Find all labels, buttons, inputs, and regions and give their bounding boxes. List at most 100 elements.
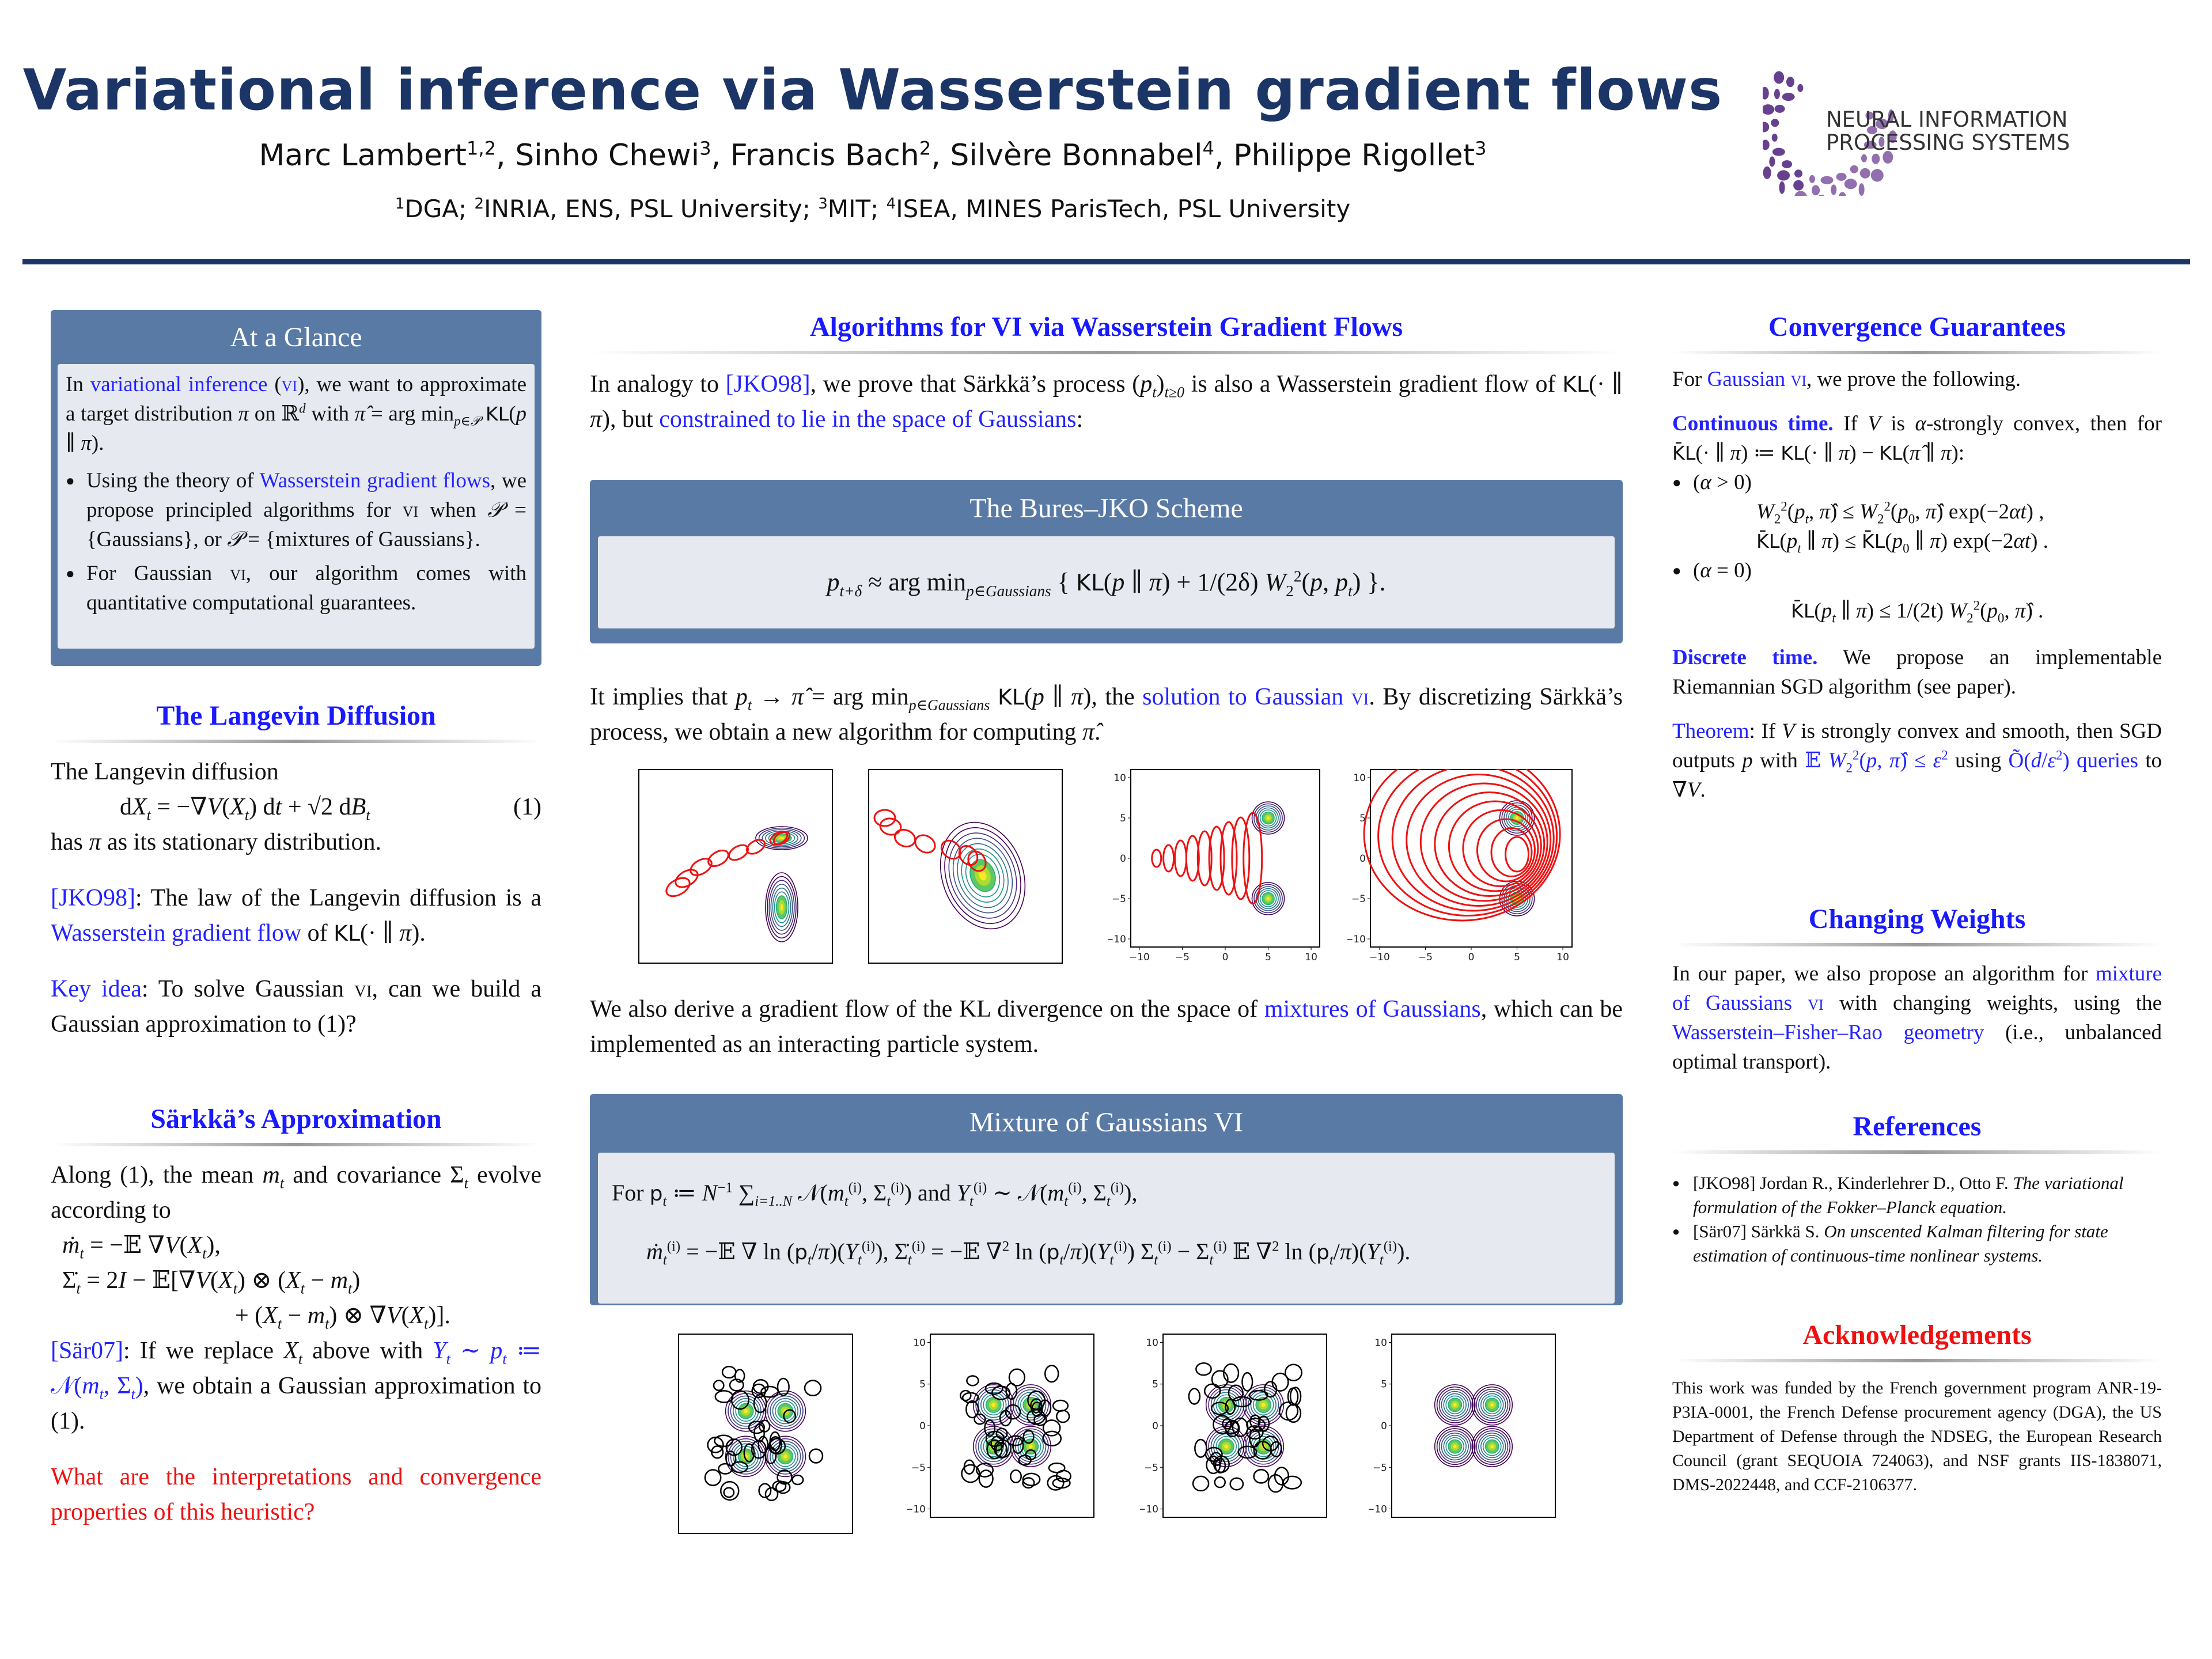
particle-ellipse — [1044, 1365, 1059, 1383]
link-text[interactable]: queries — [2069, 749, 2138, 772]
link-text[interactable]: ( — [2024, 749, 2031, 772]
text-segment: . — [1700, 778, 1706, 802]
link-text[interactable]: ) — [135, 1373, 143, 1399]
text-segment: p — [1786, 529, 1798, 553]
text-segment: − Σ — [1171, 1238, 1210, 1264]
link-text[interactable]: 𝔼 — [1805, 749, 1828, 772]
target-contour — [983, 1435, 1005, 1457]
text-segment: t — [277, 1315, 282, 1332]
link-text[interactable]: W — [1828, 749, 1846, 772]
link-text[interactable]: 2 — [1846, 760, 1853, 775]
link-text[interactable]: Discrete time. — [1672, 646, 1818, 669]
at-a-glance-box: At a Glance In variational inference (vi… — [51, 310, 541, 666]
link-text[interactable]: ∼ — [450, 1338, 491, 1364]
link-text[interactable]: ( — [1859, 749, 1866, 772]
logo-dot — [1763, 139, 1770, 150]
text-segment: t — [146, 806, 151, 824]
link-text[interactable]: t — [446, 1350, 450, 1368]
link-text[interactable]: p — [1866, 749, 1877, 772]
link-text[interactable]: [Sär07] — [51, 1338, 123, 1364]
link-text[interactable]: vi — [1351, 684, 1369, 710]
link-text[interactable]: t — [502, 1350, 507, 1368]
link-text[interactable]: ) — [2062, 749, 2070, 772]
link-text[interactable]: 2 — [2055, 748, 2063, 763]
link-text[interactable]: t — [131, 1385, 135, 1403]
text-segment: t — [844, 1194, 849, 1209]
link-text[interactable]: 2 — [1941, 748, 1948, 763]
link-text[interactable]: , — [1877, 749, 1889, 772]
link-text[interactable]: p — [490, 1338, 503, 1364]
target-contour — [770, 1441, 801, 1472]
link-text[interactable]: variational inference — [90, 373, 268, 396]
author-list: Marc Lambert1,2, Sinho Chewi3, Francis B… — [259, 137, 1487, 173]
text-segment: In — [66, 373, 90, 396]
particle-ellipse — [714, 1390, 734, 1403]
particle-ellipse — [753, 1393, 767, 1414]
target-contour — [990, 1402, 997, 1408]
link-text[interactable]: d — [2031, 749, 2042, 772]
text-segment: ln ( — [1009, 1238, 1047, 1264]
link-text[interactable]: Wasserstein gradient flow — [51, 920, 302, 946]
link-text[interactable]: constrained to lie in the space of Gauss… — [659, 406, 1077, 433]
link-text[interactable]: mixture of Gaussians — [1672, 962, 2162, 1015]
text-segment: KL — [485, 403, 509, 425]
text-segment: , Σ — [1081, 1180, 1107, 1206]
link-text[interactable]: Gaussian — [1707, 368, 1791, 391]
text-segment: π — [1070, 1238, 1082, 1264]
link-text[interactable]: Continuous time. — [1672, 412, 1834, 435]
link-text[interactable]: Õ — [2008, 749, 2024, 772]
logo-dot — [1878, 137, 1885, 147]
link-text[interactable]: Theorem — [1672, 719, 1749, 743]
link-text[interactable]: / — [2041, 749, 2048, 772]
link-text[interactable]: [JKO98] — [725, 371, 810, 397]
link-text[interactable]: t — [99, 1385, 104, 1403]
link-text[interactable]: vi — [1808, 991, 1824, 1015]
particle-ellipse — [965, 1400, 979, 1419]
link-text[interactable]: , Σ — [103, 1373, 131, 1399]
logo-dot — [1865, 111, 1874, 120]
link-text[interactable]: vi — [1790, 368, 1806, 391]
link-text[interactable]: Key idea — [51, 976, 142, 1002]
particle-ellipse — [1042, 1419, 1061, 1437]
affiliation-number: 3 — [818, 195, 828, 213]
target-contour — [1243, 1384, 1285, 1426]
particle-ellipse — [757, 1435, 769, 1454]
link-text[interactable]: ≔ 𝒩( — [51, 1338, 541, 1399]
link-text[interactable]: solution to Gaussian — [1142, 684, 1351, 710]
link-text[interactable]: 2 — [1853, 748, 1859, 763]
text-segment: ∥ — [1835, 599, 1857, 623]
text-segment: ) Σ — [1127, 1238, 1154, 1264]
link-text[interactable]: vi — [281, 373, 298, 396]
logo-dot — [1774, 104, 1785, 113]
link-text[interactable]: π̂ — [1889, 749, 1900, 772]
target-contour — [1255, 886, 1281, 911]
target-contour — [1471, 1384, 1513, 1426]
link-text[interactable]: ) ≤ — [1900, 749, 1933, 772]
paragraph: It implies that pt → π̂ = arg minp∈Gauss… — [590, 680, 1623, 750]
link-text[interactable]: mixtures of Gaussians — [1264, 996, 1481, 1022]
particle-ellipse — [1022, 1429, 1035, 1444]
text-segment: ) }. — [1352, 567, 1386, 596]
gaussian-iterate-ellipse — [1185, 835, 1200, 882]
target-contour — [1441, 1433, 1469, 1461]
box-body: In variational inference (vi), we want t… — [58, 364, 535, 649]
text-segment: . By discretizing Särkkä’s process, we o… — [590, 684, 1623, 745]
link-text[interactable]: Wasserstein gradient flows — [259, 469, 491, 493]
text-segment: + ( — [235, 1302, 263, 1329]
text-segment: ) ≔ — [1741, 441, 1781, 465]
text-segment: : — [1076, 406, 1084, 433]
target-contour — [1257, 807, 1279, 829]
link-text[interactable]: ε — [2047, 749, 2056, 772]
link-text[interactable]: Y — [433, 1338, 446, 1364]
link-text[interactable]: ε — [1933, 749, 1942, 772]
particle-ellipse — [1222, 1363, 1240, 1383]
logo-dot — [1809, 175, 1815, 183]
section-rule — [51, 1143, 541, 1146]
affiliation-name: MIT; — [827, 195, 887, 223]
link-text[interactable]: Wasserstein–Fisher–Rao geometry — [1672, 1021, 1984, 1044]
link-text[interactable]: [JKO98] — [51, 885, 135, 911]
y-tick-label: 10 — [1113, 772, 1126, 784]
particle-ellipse — [1246, 1425, 1264, 1440]
text-segment: ( — [1024, 684, 1032, 710]
link-text[interactable]: m — [82, 1373, 100, 1399]
